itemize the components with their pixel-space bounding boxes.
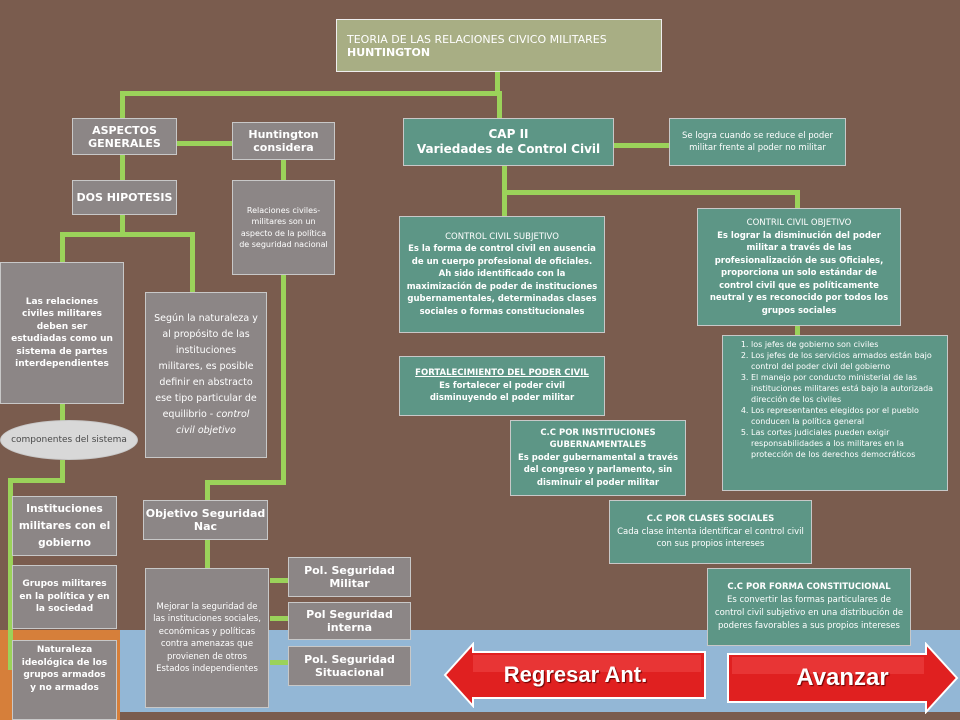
cc-instituciones-body: Es poder gubernamental a través del cong…: [517, 452, 679, 488]
connector: [120, 215, 125, 235]
hipotesis-2-text: Según la naturaleza y al propósito de la…: [154, 313, 258, 436]
relaciones-box: Relaciones civiles-militares son un aspe…: [232, 180, 335, 275]
connector: [614, 143, 669, 148]
connector: [60, 232, 65, 262]
connector: [205, 480, 210, 500]
connector: [8, 478, 65, 483]
hipotesis-2-box: Según la naturaleza y al propósito de la…: [145, 292, 267, 458]
huntington-considera-label: Huntington considera: [248, 128, 319, 154]
control-subjetivo-box: CONTROL CIVIL SUBJETIVO Es la forma de c…: [399, 216, 605, 333]
connector: [497, 91, 502, 119]
control-subjetivo-title: CONTROL CIVIL SUBJETIVO: [445, 231, 559, 242]
cc-instituciones-box: C.C POR INSTITUCIONES GUBERNAMENTALES Es…: [510, 420, 686, 496]
connector: [120, 91, 125, 121]
list-item: Las cortes judiciales pueden exigir resp…: [751, 427, 941, 460]
componente-3-text: Naturaleza ideológica de los grupos arma…: [21, 645, 108, 693]
cc-clases-box: C.C POR CLASES SOCIALES Cada clase inten…: [609, 500, 812, 564]
cc-clases-title: C.C POR CLASES SOCIALES: [646, 514, 775, 525]
control-subjetivo-body: Es la forma de control civil en ausencia…: [406, 244, 598, 317]
componente-1-box: Instituciones militares con el gobierno: [12, 496, 117, 556]
componente-2-text: Grupos militares en la política y en la …: [19, 579, 110, 615]
hipotesis-1-text: Las relaciones civiles militares deben s…: [11, 296, 113, 370]
control-objetivo-list: los jefes de gobierno son civiles Los je…: [722, 335, 948, 491]
cc-forma-body: Es convertir las formas particulares de …: [714, 595, 904, 631]
se-logra-text: Se logra cuando se reduce el poder milit…: [682, 130, 833, 154]
componente-3-box: Naturaleza ideológica de los grupos arma…: [12, 640, 117, 720]
dos-hipotesis-box: DOS HIPOTESIS: [72, 180, 177, 215]
fortalecimiento-body: Es fortalecer el poder civil disminuyend…: [429, 380, 575, 404]
objetivo-seguridad-box: Objetivo Seguridad Nac: [143, 500, 268, 540]
objetivo-seguridad-label: Objetivo Seguridad Nac: [145, 507, 266, 533]
connector: [502, 166, 507, 194]
connector: [120, 155, 125, 180]
connector: [205, 540, 210, 568]
list-item: El manejo por conducto ministerial de la…: [751, 372, 941, 405]
dos-hipotesis-label: DOS HIPOTESIS: [76, 191, 173, 204]
list-item: Los representantes elegidos por el puebl…: [751, 405, 941, 427]
connector: [190, 232, 195, 292]
pol-situacional-label: Pol. Seguridad Situacional: [304, 653, 395, 679]
list-item: los jefes de gobierno son civiles: [751, 339, 941, 350]
aspectos-generales-box: ASPECTOS GENERALES: [72, 118, 177, 155]
pol-interna-label: Pol Seguridad interna: [306, 608, 393, 634]
connector: [60, 460, 65, 482]
pol-situacional-box: Pol. Seguridad Situacional: [288, 646, 411, 686]
hipotesis-1-box: Las relaciones civiles militares deben s…: [0, 262, 124, 404]
cc-instituciones-title: C.C POR INSTITUCIONES GUBERNAMENTALES: [540, 427, 656, 451]
aspectos-generales-label: ASPECTOS GENERALES: [88, 123, 161, 150]
connector: [60, 404, 65, 422]
control-objetivo-title: CONTRIL CIVIL OBJETIVO: [746, 218, 852, 228]
fortalecimiento-title: FORTALECIMIENTO DEL PODER CIVIL: [415, 368, 589, 379]
connector: [8, 478, 13, 670]
mejorar-text: Mejorar la seguridad de las institucione…: [153, 601, 261, 675]
back-button-label: Regresar Ant.: [503, 662, 648, 687]
connector: [502, 190, 798, 195]
connector: [270, 616, 288, 621]
connector: [495, 72, 500, 94]
right-arrow-icon: [727, 642, 959, 714]
connector: [60, 232, 195, 237]
componente-2-box: Grupos militares en la política y en la …: [12, 565, 117, 629]
connector: [120, 91, 500, 96]
cap-ii-label: CAP II: [488, 127, 529, 141]
cc-forma-title: C.C POR FORMA CONSTITUCIONAL: [727, 582, 891, 592]
componentes-label: componentes del sistema: [11, 434, 127, 445]
connector: [502, 190, 507, 216]
componente-1-text: Instituciones militares con el gobierno: [18, 502, 111, 549]
page-title-box: TEORIA DE LAS RELACIONES CIVICO MILITARE…: [336, 19, 662, 72]
componentes-ellipse: componentes del sistema: [0, 420, 138, 460]
variedades-label: Variedades de Control Civil: [416, 142, 601, 156]
control-objetivo-box: CONTRIL CIVIL OBJETIVO Es lograr la dism…: [697, 208, 901, 326]
back-button[interactable]: Regresar Ant.: [443, 642, 708, 708]
cc-clases-body: Cada clase intenta identificar el contro…: [617, 526, 804, 550]
left-arrow-icon: [443, 642, 706, 708]
list-item: Los jefes de los servicios armados están…: [751, 350, 941, 372]
next-button-label: Avanzar: [796, 664, 889, 691]
se-logra-box: Se logra cuando se reduce el poder milit…: [669, 118, 846, 166]
connector: [270, 660, 288, 665]
connector: [205, 480, 286, 485]
page-subtitle: HUNTINGTON: [347, 45, 431, 59]
connector: [795, 326, 800, 336]
fortalecimiento-box: FORTALECIMIENTO DEL PODER CIVIL Es forta…: [399, 356, 605, 416]
huntington-considera-box: Huntington considera: [232, 122, 335, 160]
connector: [795, 190, 800, 210]
control-objetivo-body: Es lograr la disminución del poder milit…: [709, 230, 889, 316]
pol-militar-label: Pol. Seguridad Militar: [304, 564, 395, 590]
connector: [177, 141, 232, 146]
relaciones-text: Relaciones civiles-militares son un aspe…: [239, 205, 328, 250]
connector: [281, 160, 286, 180]
next-button[interactable]: Avanzar: [726, 642, 959, 714]
pol-militar-box: Pol. Seguridad Militar: [288, 557, 411, 597]
page-title: TEORIA DE LAS RELACIONES CIVICO MILITARE…: [347, 32, 607, 46]
mejorar-box: Mejorar la seguridad de las institucione…: [145, 568, 269, 708]
pol-interna-box: Pol Seguridad interna: [288, 602, 411, 640]
cc-forma-box: C.C POR FORMA CONSTITUCIONAL Es converti…: [707, 568, 911, 646]
cap-ii-box: CAP II Variedades de Control Civil: [403, 118, 614, 166]
connector: [281, 275, 286, 483]
connector: [270, 578, 288, 583]
